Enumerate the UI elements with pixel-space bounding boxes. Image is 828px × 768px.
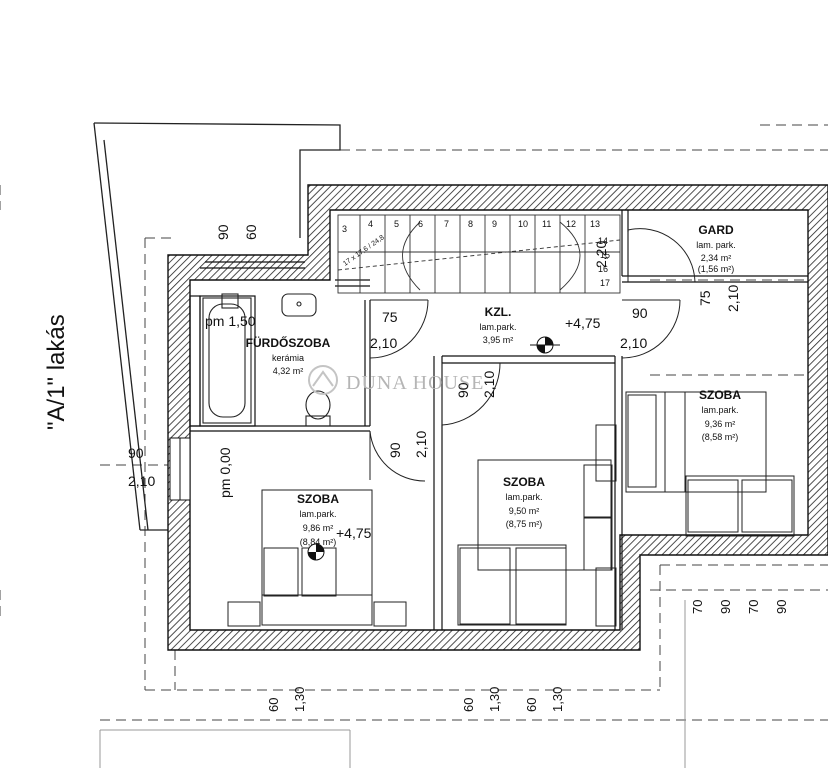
right-room-door-height: 2,10 [620, 335, 647, 351]
right-room-area-net: (8,58 m²) [702, 432, 739, 442]
stair-step-number: 8 [468, 219, 473, 229]
stair-step-number: 11 [542, 219, 551, 229]
right-dimension: 70 [690, 600, 705, 614]
wardrobe-door-width: 75 [697, 290, 713, 306]
wardrobe-material: lam. park. [696, 240, 736, 250]
mid-door-height: 2,10 [481, 371, 497, 398]
stair-step-number: 14 [598, 236, 608, 246]
dashed-outlines [0, 124, 828, 721]
bathroom-area: 4,32 m² [273, 366, 304, 376]
stair-step-number: 17 [600, 278, 610, 288]
duna-house-watermark: DUNA HOUSE [308, 365, 484, 395]
left-room-level: +4,75 [336, 525, 372, 541]
stair-step-number: 7 [444, 219, 449, 229]
wardrobe-door-height: 2,10 [725, 285, 741, 312]
right-room-name: SZOBA [699, 388, 741, 402]
left-bed [227, 489, 407, 627]
apartment-label: "A/1" lakás [43, 314, 70, 430]
stair-formula: 17 x 17,6 / 24,8 [342, 234, 386, 267]
level-marker-left-room [307, 543, 325, 561]
bottom-dimension: 1,30 [487, 687, 502, 712]
stair-step-number: 10 [518, 219, 528, 229]
level-marker-hall [530, 336, 560, 354]
middle-room-name: SZOBA [503, 475, 545, 489]
stair-step-number: 5 [394, 219, 399, 229]
watermark-text: DUNA HOUSE [346, 372, 484, 394]
hall-name: KZL. [485, 305, 512, 319]
stair-step-number: 12 [566, 219, 576, 229]
middle-bed [457, 424, 617, 627]
left-room-parapet: pm 0,00 [217, 447, 233, 498]
light-outlines [99, 600, 686, 768]
bathroom-material: kerámia [272, 353, 304, 363]
outer-walls [167, 184, 828, 651]
bottom-dimension: 1,30 [550, 687, 565, 712]
bath-parapet: pm 1,50 [205, 313, 256, 329]
stair-dimension: 2,20 [593, 241, 609, 268]
bath-door-height: 2,10 [370, 335, 397, 351]
staircase [337, 214, 621, 294]
stair-step-number: 16 [598, 264, 608, 274]
stair-step-number: 4 [368, 219, 373, 229]
interior-walls [189, 210, 808, 630]
right-dimension: 70 [746, 600, 761, 614]
bottom-dimension: 1,30 [292, 687, 307, 712]
hall-material: lam.park. [479, 322, 516, 332]
bathroom-name: FÜRDŐSZOBA [246, 335, 331, 350]
top-window-height: 60 [243, 224, 259, 240]
left-window [169, 437, 191, 501]
right-dimension: 90 [774, 600, 789, 614]
left-room-material: lam.park. [299, 509, 336, 519]
stair-step-number: 3 [342, 224, 347, 234]
middle-room-area: 9,50 m² [509, 506, 540, 516]
stair-step-number: 15 [600, 250, 610, 260]
bottom-dimension: 60 [266, 698, 281, 712]
bottom-dimension: 60 [524, 698, 539, 712]
sinks [221, 293, 317, 317]
right-room-door-width: 90 [632, 305, 648, 321]
left-window-width: 90 [128, 445, 144, 461]
middle-room-material: lam.park. [505, 492, 542, 502]
stair-step-number: 6 [418, 219, 423, 229]
roof-wedge [93, 122, 341, 531]
right-room-material: lam.park. [701, 405, 738, 415]
right-bed [625, 391, 795, 537]
left-room-door-height: 2,10 [413, 431, 429, 458]
right-dimensions: 70 90 70 90 [690, 600, 789, 614]
hall-area: 3,95 m² [483, 335, 514, 345]
bottom-dimensions: 60 1,30 60 1,30 60 1,30 [266, 687, 565, 712]
wardrobe-name: GARD [698, 223, 734, 237]
hall-level: +4,75 [565, 315, 601, 331]
top-window-width: 90 [215, 224, 231, 240]
toilet [305, 390, 331, 427]
doors [369, 228, 696, 482]
stair-step-number: 13 [590, 219, 600, 229]
right-room-area: 9,36 m² [705, 419, 736, 429]
stair-step-number: 9 [492, 219, 497, 229]
wardrobe-area-net: (1,56 m²) [698, 264, 735, 274]
bathtub [202, 297, 252, 424]
bottom-dimension: 60 [461, 698, 476, 712]
right-dimension: 90 [718, 600, 733, 614]
left-room-door-width: 90 [387, 442, 403, 458]
left-room-area-net: (8,84 m²) [300, 537, 337, 547]
left-window-height: 2,10 [128, 473, 155, 489]
bath-door-width: 75 [382, 309, 398, 325]
left-room-area: 9,86 m² [303, 523, 334, 533]
wardrobe-area: 2,34 m² [701, 253, 732, 263]
middle-room-area-net: (8,75 m²) [506, 519, 543, 529]
stair-numbers: 3 4 5 6 7 8 9 10 11 12 13 14 15 16 17 [342, 219, 610, 288]
mid-door-width: 90 [455, 382, 471, 398]
left-room-name: SZOBA [297, 492, 339, 506]
